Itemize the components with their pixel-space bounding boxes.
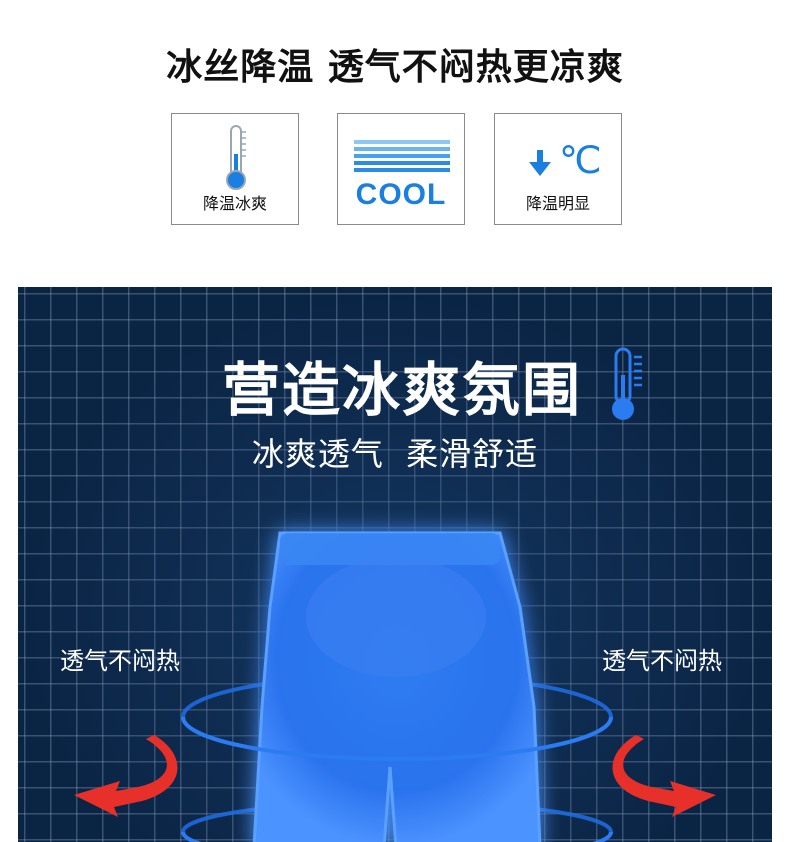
panel-title: 营造冰爽氛围: [222, 356, 583, 424]
feature-label: 降温冰爽: [202, 194, 267, 213]
celsius-icon: ℃: [559, 140, 602, 182]
panel-subtitle: 冰爽透气 柔滑舒适: [251, 435, 539, 473]
left-breathable-label: 透气不闷热: [60, 647, 180, 675]
feature-cool: COOL: [337, 113, 465, 225]
arrow-down-icon: [529, 150, 551, 176]
cool-text: COOL: [355, 178, 447, 211]
shorts-illustration: [74, 531, 716, 842]
feature-label: 降温明显: [525, 194, 590, 213]
right-breathable-label: 透气不闷热: [602, 647, 722, 675]
feature-temperature-drop: ℃ 降温明显: [494, 113, 622, 225]
cool-bars-icon: [354, 140, 450, 175]
right-airflow-arrow-icon: [612, 735, 716, 817]
feature-cooling: 降温冰爽: [171, 113, 299, 225]
thermometer-icon: [612, 347, 642, 420]
cooling-panel: 营造冰爽氛围 冰爽透气 柔滑舒适 透气不闷热 透气不闷热: [18, 287, 772, 842]
thermometer-icon: [226, 125, 246, 190]
page-title: 冰丝降温 透气不闷热更凉爽: [166, 47, 624, 88]
left-airflow-arrow-icon: [74, 735, 178, 817]
